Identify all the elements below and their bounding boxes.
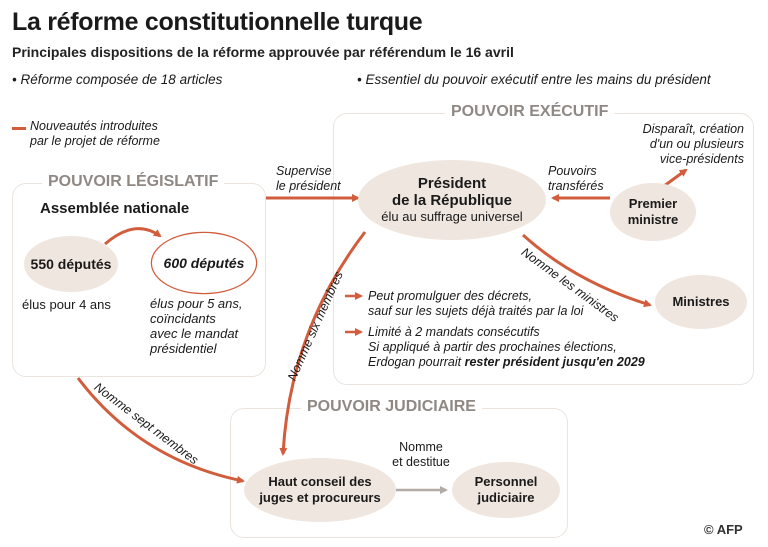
council-line2: juges et procureurs xyxy=(259,490,381,505)
decrees-line: Peut promulguer des décrets, xyxy=(368,289,532,303)
mandates-line2: Si appliqué à partir des prochaines élec… xyxy=(368,340,617,354)
transfer-line: transférés xyxy=(548,179,604,193)
seven-members-arrow xyxy=(76,377,245,484)
mandates-text: Limité à 2 mandats consécutifs Si appliq… xyxy=(368,325,645,370)
deputies-arrow xyxy=(104,227,162,246)
executive-title: POUVOIR EXÉCUTIF xyxy=(445,103,615,121)
pm-line1: Premier xyxy=(628,196,678,211)
new-deputies-label: 600 députés xyxy=(163,255,245,271)
transfer-text: Pouvoirs transférés xyxy=(548,164,604,194)
assembly-label: Assemblée nationale xyxy=(40,200,190,217)
new-term-line: avec le mandat xyxy=(150,326,239,341)
old-deputies-label: 550 députés xyxy=(30,256,112,272)
new-term-line: coïncidants xyxy=(150,311,216,326)
judicial-title: POUVOIR JUDICIAIRE xyxy=(301,398,482,416)
new-term-line: présidentiel xyxy=(150,341,217,356)
old-deputies-node: 550 députés xyxy=(24,236,118,292)
new-deputies-node: 600 députés xyxy=(152,233,256,293)
six-members-arrow xyxy=(279,231,367,456)
ministers-label: Ministres xyxy=(672,294,730,309)
staff-line1: Personnel xyxy=(474,474,538,489)
ministers-node: Ministres xyxy=(655,275,747,329)
legend-line1: Nouveautés introduites xyxy=(30,119,158,133)
decrees-text: Peut promulguer des décrets, sauf sur le… xyxy=(368,289,583,319)
mandates-line3: Erdogan pourrait rester président jusqu'… xyxy=(368,355,645,370)
page-subtitle: Principales dispositions de la réforme a… xyxy=(12,44,514,60)
old-term-label: élus pour 4 ans xyxy=(22,297,111,312)
transfer-line: Pouvoirs xyxy=(548,164,597,178)
staff-node: Personnel judiciaire xyxy=(452,462,560,518)
mandates-line3a: Erdogan pourrait xyxy=(368,355,465,369)
legend-line-icon xyxy=(12,127,26,130)
vp-line: Disparaît, création xyxy=(642,122,744,136)
vp-arrow xyxy=(663,168,688,188)
appoint-line: Nomme xyxy=(399,440,443,454)
staff-line2: judiciaire xyxy=(477,490,535,505)
pm-line2: ministre xyxy=(627,212,679,227)
page-title: La réforme constitutionnelle turque xyxy=(12,8,423,36)
prime-minister-node: Premier ministre xyxy=(610,183,696,241)
supervise-line: Supervise xyxy=(276,164,332,178)
mandates-line3b: rester président jusqu'en 2029 xyxy=(464,355,645,369)
afp-credit: © AFP xyxy=(704,522,743,537)
council-line1: Haut conseil des xyxy=(268,474,372,489)
president-node: Président de la République élu au suffra… xyxy=(358,160,546,240)
legend-line2: par le projet de réforme xyxy=(30,134,160,148)
legend-text: Nouveautés introduites par le projet de … xyxy=(30,119,160,149)
decrees-line: sauf sur les sujets déjà traités par la … xyxy=(368,304,584,318)
president-sub: élu au suffrage universel xyxy=(381,209,523,224)
mandates-line1: Limité à 2 mandats consécutifs xyxy=(368,325,540,339)
council-node: Haut conseil des juges et procureurs xyxy=(244,458,396,522)
vp-line: vice-présidents xyxy=(659,152,744,166)
bullet-articles: • Réforme composée de 18 articles xyxy=(12,72,223,87)
appoint-line: et destitue xyxy=(392,455,450,469)
bullet-executive: • Essentiel du pouvoir exécutif entre le… xyxy=(357,72,711,87)
appoint-text: Nomme et destitue xyxy=(384,440,458,470)
supervise-text: Supervise le président xyxy=(276,164,341,194)
supervise-line: le président xyxy=(276,179,341,193)
executive-panel xyxy=(333,113,754,385)
legislative-title: POUVOIR LÉGISLATIF xyxy=(42,173,225,191)
vp-line: d'un ou plusieurs xyxy=(649,137,744,151)
president-line2: de la République xyxy=(391,192,512,209)
ministers-arrow xyxy=(521,233,652,308)
vp-text: Disparaît, création d'un ou plusieurs vi… xyxy=(604,122,744,167)
president-line1: Président xyxy=(417,175,487,192)
new-term-line: élus pour 5 ans, xyxy=(150,296,243,311)
new-term-text: élus pour 5 ans, coïncidants avec le man… xyxy=(150,296,243,356)
